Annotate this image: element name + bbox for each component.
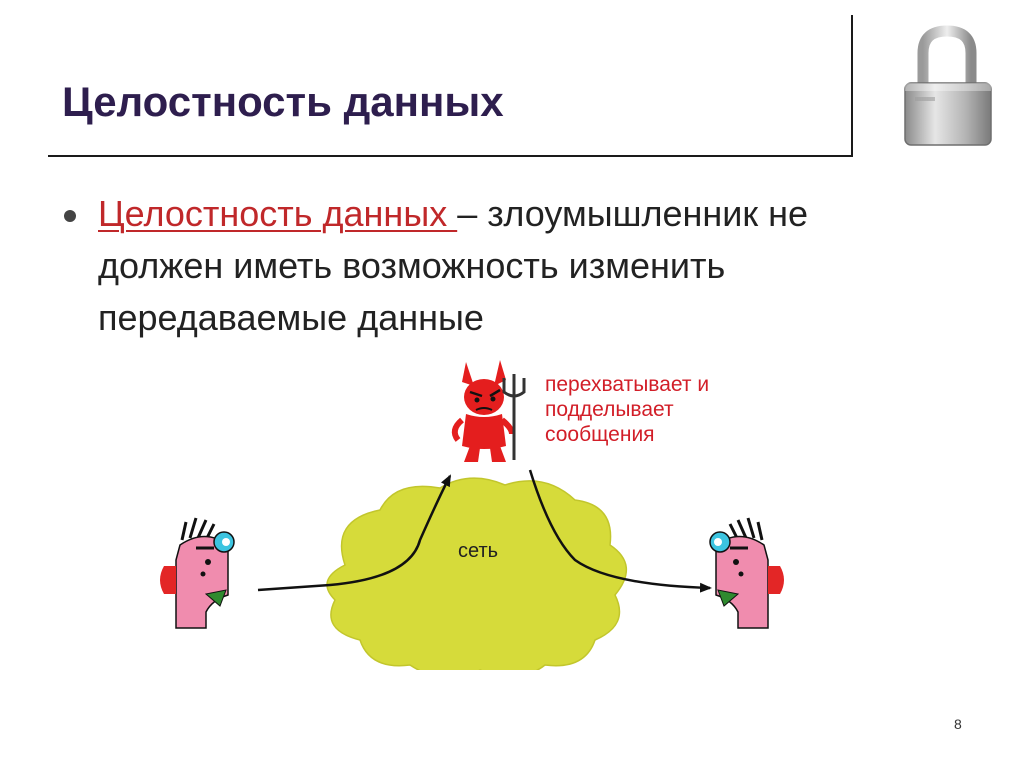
bullet-term: Целостность данных — [98, 193, 457, 234]
network-diagram — [0, 340, 1024, 670]
page-number: 8 — [954, 716, 962, 732]
attacker-note-line: подделывает — [545, 397, 795, 422]
cloud-icon — [327, 478, 626, 670]
receiver-person-icon — [710, 518, 784, 628]
sender-person-icon — [160, 518, 234, 628]
attacker-note-line: перехватывает и — [545, 372, 795, 397]
attacker-note-line: сообщения — [545, 422, 795, 447]
bullet-dot — [64, 210, 76, 222]
attacker-note: перехватывает и подделывает сообщения — [545, 372, 795, 447]
padlock-icon — [895, 25, 995, 150]
slide-title: Целостность данных — [62, 78, 504, 126]
title-underline-rule — [48, 155, 853, 157]
bullet-text: Целостность данных – злоумышленник не до… — [98, 188, 898, 344]
devil-icon — [455, 360, 524, 462]
title-vertical-rule — [851, 15, 853, 157]
network-label: сеть — [458, 540, 498, 563]
